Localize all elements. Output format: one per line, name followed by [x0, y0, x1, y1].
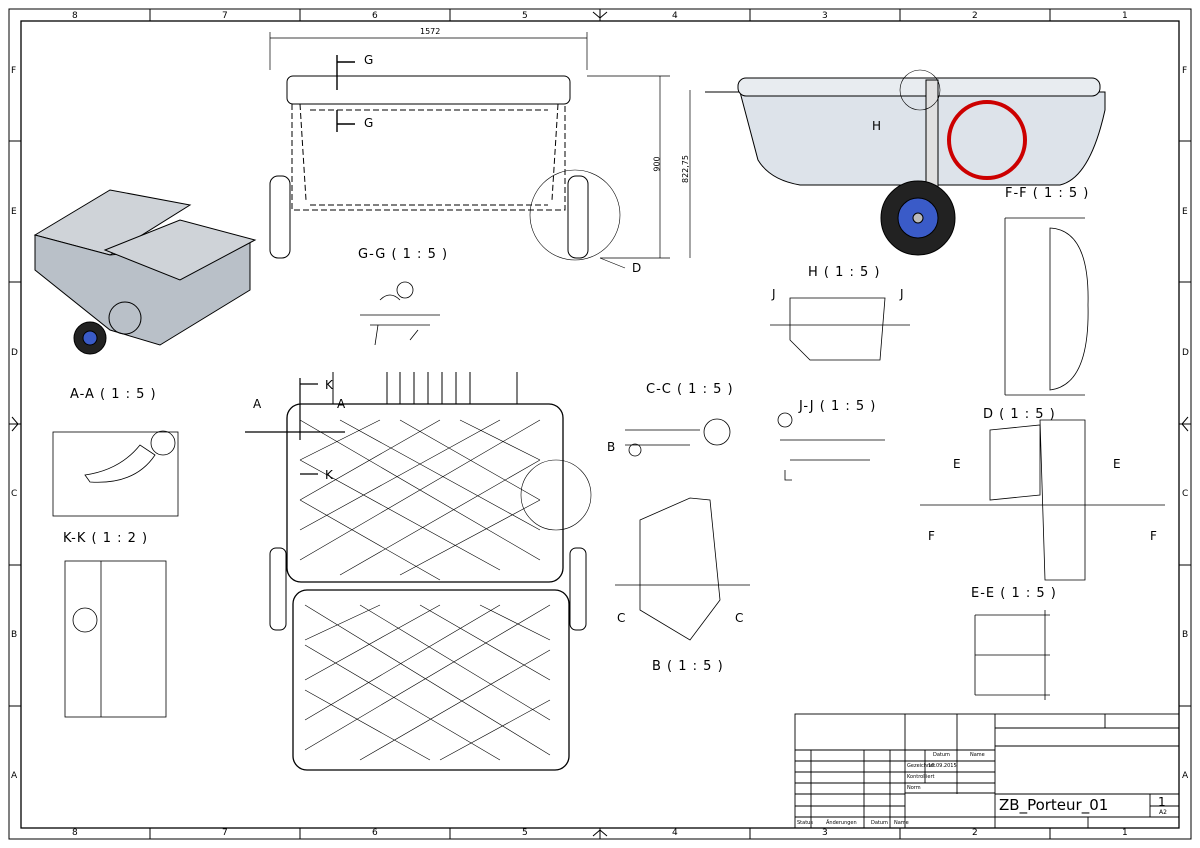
- zone-col-4-bottom: 4: [672, 828, 678, 838]
- zone-col-4: 4: [672, 11, 678, 21]
- view-d: [920, 419, 1165, 581]
- view-label-aa: A-A ( 1 : 5 ): [70, 387, 157, 402]
- view-label-kk: K-K ( 1 : 2 ): [63, 531, 149, 546]
- view-gg-detail: [360, 294, 440, 346]
- marker-e-right: E: [1113, 457, 1121, 471]
- tb-name-footer: Name: [894, 820, 909, 826]
- tb-norm: Norm: [907, 785, 921, 791]
- zone-col-5: 5: [522, 11, 528, 21]
- zone-col-5-bottom: 5: [522, 828, 528, 838]
- view-kk: [64, 560, 167, 718]
- marker-k-top: K: [325, 378, 333, 392]
- zone-col-7: 7: [222, 11, 228, 21]
- tb-sheet-number: 1: [1158, 795, 1166, 809]
- view-label-gg: G-G ( 1 : 5 ): [358, 247, 449, 262]
- zone-row-e: E: [11, 207, 17, 217]
- view-label-ee: E-E ( 1 : 5 ): [971, 586, 1057, 601]
- marker-c-right: C: [735, 611, 744, 625]
- view-label-jj: J-J ( 1 : 5 ): [799, 399, 877, 414]
- zone-row-f-right: F: [1182, 66, 1188, 76]
- view-side-3d: [705, 69, 1106, 256]
- view-ee: [974, 610, 1050, 700]
- marker-a-left: A: [253, 397, 262, 411]
- view-label-ff: F-F ( 1 : 5 ): [1005, 186, 1090, 201]
- zone-col-3: 3: [822, 11, 828, 21]
- dimension-width: 1572: [420, 27, 441, 36]
- marker-f-left: F: [928, 529, 935, 543]
- zone-row-e-right: E: [1182, 207, 1188, 217]
- view-ff: [1004, 217, 1089, 396]
- zone-col-7-bottom: 7: [222, 828, 228, 838]
- tb-kontrolliert: Kontrolliert: [907, 774, 935, 780]
- marker-k-bottom: K: [325, 468, 333, 482]
- detail-views: [52, 217, 1165, 718]
- zone-row-a-right: A: [1182, 771, 1189, 781]
- marker-b: B: [607, 440, 616, 454]
- zone-row-d-right: D: [1182, 348, 1189, 358]
- marker-f-right: F: [1150, 529, 1157, 543]
- zone-row-c-right: C: [1182, 489, 1189, 499]
- zone-col-2: 2: [972, 11, 978, 21]
- view-label-h: H ( 1 : 5 ): [808, 265, 881, 280]
- zone-row-b-right: B: [1182, 630, 1189, 640]
- dimension-height-2: 822,75: [681, 155, 690, 183]
- zone-row-f: F: [11, 66, 17, 76]
- view-label-d: D ( 1 : 5 ): [983, 407, 1056, 422]
- zone-col-1-bottom: 1: [1122, 828, 1128, 838]
- zone-col-3-bottom: 3: [822, 828, 828, 838]
- zone-col-1: 1: [1122, 11, 1128, 21]
- view-gg-front: [269, 32, 691, 269]
- marker-g-top: G: [364, 53, 374, 67]
- view-jj: [780, 439, 885, 481]
- tb-drawing-name: ZB_Porteur_01: [999, 796, 1109, 814]
- zone-col-2-bottom: 2: [972, 828, 978, 838]
- marker-d: D: [632, 261, 642, 275]
- tb-status: Status: [797, 820, 813, 826]
- tb-datum-footer: Datum: [871, 820, 888, 826]
- marker-g-bottom: G: [364, 116, 374, 130]
- tb-gezeichnet: Gezeichnet: [907, 763, 936, 769]
- zone-ticks: [9, 9, 1191, 839]
- view-aa: [52, 431, 179, 517]
- tb-aenderungen: Änderungen: [826, 820, 857, 826]
- view-label-cc: C-C ( 1 : 5 ): [646, 382, 734, 397]
- zone-row-d: D: [11, 348, 18, 358]
- zone-row-a: A: [11, 771, 18, 781]
- tb-format: A2: [1159, 809, 1167, 816]
- zone-col-8-bottom: 8: [72, 828, 78, 838]
- marker-c-left: C: [617, 611, 626, 625]
- zone-col-6: 6: [372, 11, 378, 21]
- marker-a-right: A: [337, 397, 346, 411]
- view-b: [615, 497, 750, 641]
- tb-datum-header: Datum: [933, 752, 950, 758]
- marker-j-left: J: [772, 287, 776, 301]
- marker-e-left: E: [953, 457, 961, 471]
- view-isometric: [33, 189, 257, 355]
- tb-date: 16.09.2015: [928, 763, 957, 769]
- tb-name-header: Name: [970, 752, 985, 758]
- zone-col-6-bottom: 6: [372, 828, 378, 838]
- view-label-b: B ( 1 : 5 ): [652, 659, 724, 674]
- zone-row-b: B: [11, 630, 18, 640]
- view-top-plan: [245, 372, 592, 771]
- zone-row-c: C: [11, 489, 18, 499]
- title-block: [794, 713, 1180, 829]
- view-cc: [625, 429, 700, 446]
- zone-col-8: 8: [72, 11, 78, 21]
- view-h: [770, 297, 910, 361]
- marker-h: H: [872, 119, 882, 133]
- dimension-height: 900: [652, 156, 662, 172]
- marker-j-right: J: [900, 287, 904, 301]
